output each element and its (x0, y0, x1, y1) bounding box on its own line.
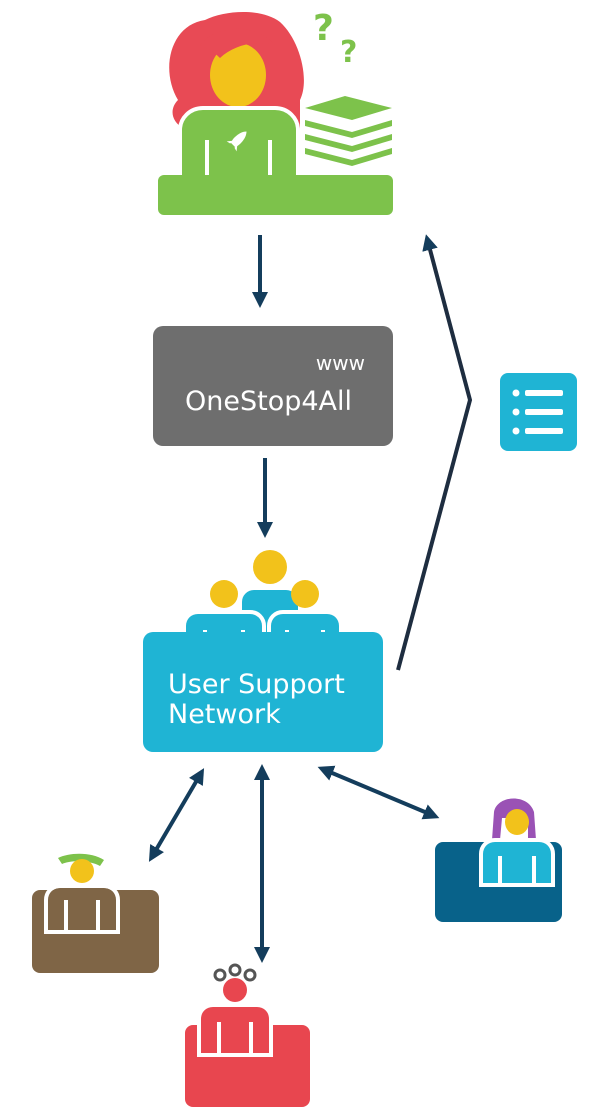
rocket-icon (226, 131, 247, 152)
website-box[interactable]: www OneStop4All (153, 326, 393, 446)
arrow-support-brown-user (148, 768, 205, 862)
question-icon: ? (340, 35, 357, 70)
researcher-figure: ? ? (158, 8, 393, 215)
user-red (185, 963, 310, 1107)
user-brown (32, 853, 159, 973)
return-path-line (396, 234, 473, 671)
user-blue (435, 798, 562, 922)
checklist-icon (500, 373, 577, 451)
person-icon (210, 580, 238, 608)
website-name: OneStop4All (185, 386, 352, 417)
person-icon (291, 580, 319, 608)
arrow-support-blue-user (317, 765, 440, 820)
researcher-desk (158, 175, 393, 215)
support-label-line1: User Support (168, 669, 345, 700)
support-network-box[interactable]: User Support Network (143, 632, 383, 752)
support-label-line2: Network (168, 699, 281, 730)
book-stack-icon (305, 96, 392, 166)
www-label: www (316, 351, 365, 375)
question-icon: ? (313, 8, 334, 49)
researcher-face (210, 43, 266, 107)
